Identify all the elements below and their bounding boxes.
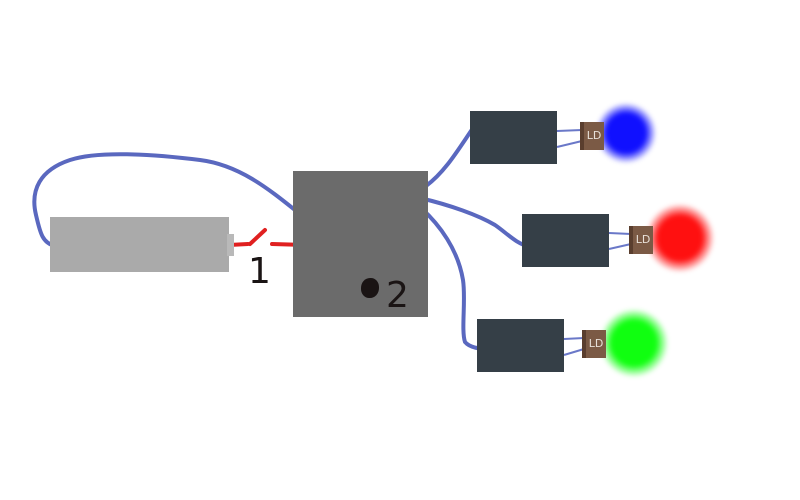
wire-to-module-bot <box>419 206 492 351</box>
controller-marker-dot <box>361 278 379 298</box>
led-lead-bot-1 <box>563 337 585 340</box>
led-lead-mid-2 <box>608 243 632 250</box>
wire-to-module-mid <box>418 196 532 249</box>
module-middle <box>522 214 609 267</box>
led-cap-top: LD <box>580 122 604 150</box>
module-top <box>470 111 557 164</box>
wire-to-module-top <box>424 126 475 188</box>
switch-lever <box>248 228 267 246</box>
controller-box <box>293 171 428 317</box>
return-wire <box>32 152 302 248</box>
battery <box>50 217 229 272</box>
red-light <box>646 204 714 272</box>
led-lead-mid-1 <box>608 232 632 235</box>
led-lead-top-1 <box>556 129 583 132</box>
green-light <box>600 309 668 377</box>
blue-light <box>596 103 656 163</box>
led-cap-bottom: LD <box>582 330 606 358</box>
led-lead-bot-2 <box>563 348 585 356</box>
switch-label: 1 <box>248 251 271 292</box>
module-bottom <box>477 319 564 372</box>
led-cap-middle: LD <box>629 226 653 254</box>
led-lead-top-2 <box>556 140 583 148</box>
battery-terminal <box>227 234 234 256</box>
controller-label: 2 <box>386 275 409 316</box>
